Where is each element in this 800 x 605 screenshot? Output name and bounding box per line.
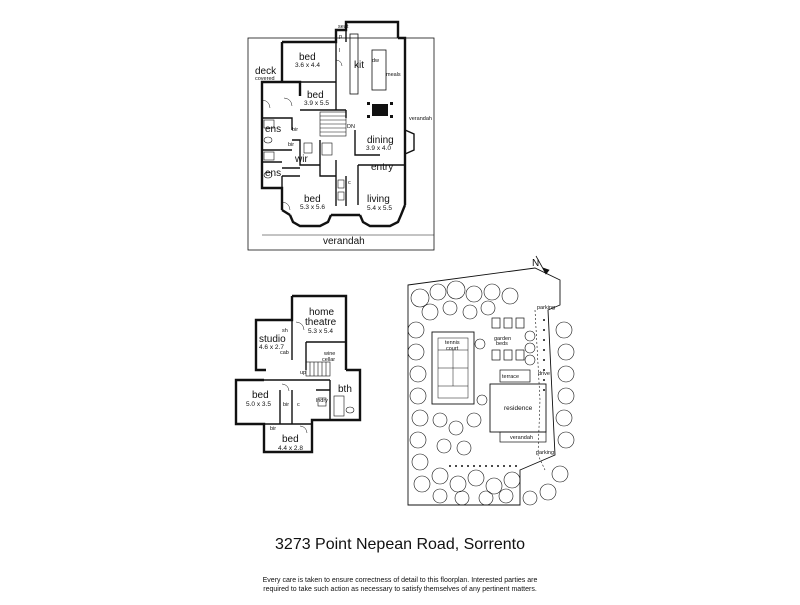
garden-beds xyxy=(491,317,525,361)
driveway xyxy=(534,309,546,471)
ens2-label: ens xyxy=(265,168,281,179)
bed2-dim: 3.9 x 5.5 xyxy=(304,100,329,107)
parking-top-label: parking xyxy=(537,305,555,311)
bed4-label: bed xyxy=(252,390,269,401)
theatre-dim: 5.3 x 5.4 xyxy=(308,328,333,335)
verandah-side-label: verandah xyxy=(409,116,432,122)
lower-floor-walls xyxy=(234,294,362,454)
lndry-label: lndry xyxy=(316,398,328,404)
tennis-court-lines xyxy=(437,337,469,399)
dining-chairs xyxy=(367,102,393,118)
bed3-label: bed xyxy=(304,194,321,205)
ensuite-fixtures xyxy=(263,119,345,201)
lower-stairs xyxy=(305,361,331,377)
living-label: living xyxy=(367,194,390,205)
dining-table xyxy=(372,104,388,116)
trees xyxy=(407,280,575,506)
seat-label: seat xyxy=(338,24,349,30)
site-plan xyxy=(407,255,575,506)
deck-sub-label: covered xyxy=(255,76,275,82)
terrace-label: terrace xyxy=(502,374,519,380)
door-swings xyxy=(261,59,343,211)
garden-label: garden xyxy=(494,336,511,342)
bir-label: bir xyxy=(292,127,298,133)
l-label: l xyxy=(339,48,340,54)
tennis-label: tennis xyxy=(445,340,460,346)
c-label: c xyxy=(348,180,351,186)
bir-lower-label: bir xyxy=(283,402,289,408)
bathroom-fixtures xyxy=(317,395,355,417)
drive-label: drive xyxy=(538,371,550,377)
bed2-label: bed xyxy=(307,90,324,101)
dw-label: dw xyxy=(372,58,379,64)
ground-floor-labels: seat deck covered bed 3.6 x 4.4 bed 3.9 … xyxy=(255,24,432,247)
up-label: up xyxy=(300,370,306,376)
dining-bay-window xyxy=(404,129,415,155)
bed5-dim: 4.4 x 2.8 xyxy=(278,445,303,452)
verandah-bottom-label: verandah xyxy=(323,236,365,247)
meals-label: meals xyxy=(386,72,401,78)
bir2-lower-label: bir xyxy=(270,426,276,432)
lower-floor-interior-walls xyxy=(264,320,346,425)
site-plan-labels: N parking tennis court garden beds terra… xyxy=(445,258,555,456)
site-verandah-label: verandah xyxy=(510,435,533,441)
home-label: home xyxy=(309,307,334,318)
hedge-dots xyxy=(449,319,545,467)
ground-floor-frame xyxy=(247,37,435,251)
court-label: court xyxy=(446,346,459,352)
dining-dim: 3.9 x 4.0 xyxy=(366,145,391,152)
studio-label: studio xyxy=(259,334,286,345)
ground-floor-plan xyxy=(247,20,435,251)
dining-label: dining xyxy=(367,135,394,146)
theatre-label: theatre xyxy=(305,317,337,328)
bed5-label: bed xyxy=(282,434,299,445)
bed1-label: bed xyxy=(299,52,316,63)
ens1-label: ens xyxy=(265,124,281,135)
kit-label: kit xyxy=(354,60,364,71)
ground-stairs xyxy=(319,111,347,137)
bth-label: bth xyxy=(338,384,352,395)
sh-label: sh xyxy=(282,328,288,334)
cab-label: cab xyxy=(280,350,289,356)
residence-verandah xyxy=(499,431,547,443)
lower-door-swings xyxy=(281,321,308,434)
lower-floor-plan xyxy=(234,294,362,454)
cellar-label: cellar xyxy=(322,357,335,363)
disclaimer-line-1: Every care is taken to ensure correctnes… xyxy=(262,577,538,584)
wir-label: wir xyxy=(294,154,308,165)
bir-label-2: bir xyxy=(288,142,294,148)
wine-label: wine xyxy=(323,351,335,357)
entry-label: entry xyxy=(371,162,393,173)
north-arrow xyxy=(535,255,550,275)
studio-dim: 4.6 x 2.7 xyxy=(259,344,284,351)
dn-label: DN xyxy=(347,124,355,130)
bed1-dim: 3.6 x 4.4 xyxy=(295,62,320,69)
bed4-dim: 5.0 x 3.5 xyxy=(246,401,271,408)
site-boundary xyxy=(407,267,561,506)
lower-floor-labels: home theatre 5.3 x 5.4 sh studio 4.6 x 2… xyxy=(246,307,352,452)
beds-label: beds xyxy=(496,341,508,347)
property-address: 3273 Point Nepean Road, Sorrento xyxy=(275,536,525,553)
residence-label: residence xyxy=(504,405,533,412)
c-lower-label: c xyxy=(297,402,300,408)
kitchen-bench xyxy=(349,33,359,95)
terrace xyxy=(499,369,531,383)
deck-label: deck xyxy=(255,66,277,77)
kitchen-island xyxy=(371,49,387,91)
parking-bottom-label: parking xyxy=(536,450,554,456)
living-dim: 5.4 x 5.5 xyxy=(367,205,392,212)
bed3-dim: 5.3 x 5.6 xyxy=(300,204,325,211)
p-label: p xyxy=(339,34,342,40)
tennis-court xyxy=(431,331,475,405)
north-label: N xyxy=(532,258,539,269)
disclaimer: Every care is taken to ensure correctnes… xyxy=(0,576,800,594)
disclaimer-line-2: required to take such action as necessar… xyxy=(263,586,537,593)
